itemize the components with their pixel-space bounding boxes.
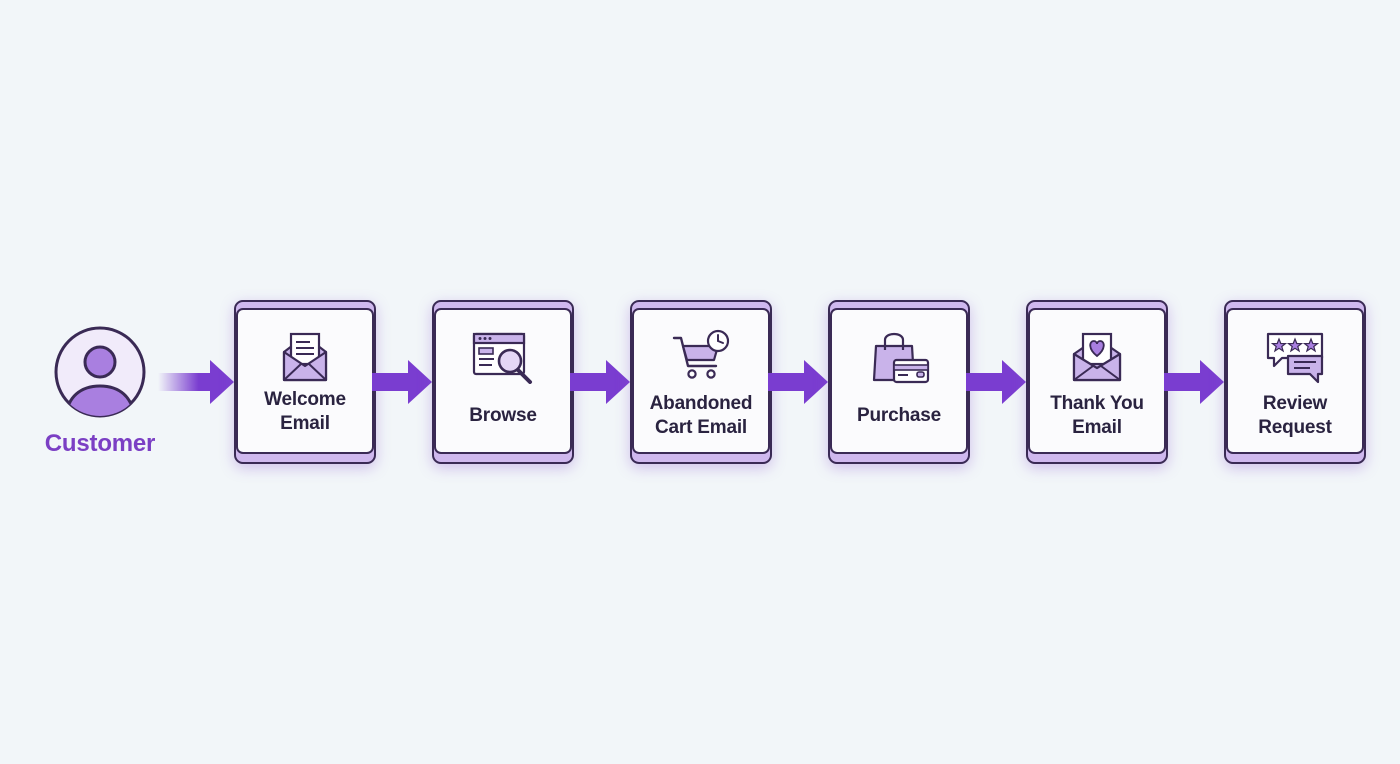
card-body: Review Request — [1226, 308, 1364, 454]
shopping-bag-card-icon — [872, 332, 930, 384]
card-body: Purchase — [830, 308, 968, 454]
card-body: Thank You Email — [1028, 308, 1166, 454]
flow-arrow — [570, 360, 630, 404]
step-label: Browse — [469, 405, 537, 426]
step-purchase: Purchase — [828, 300, 970, 464]
step-welcome-email: Welcome Email — [234, 300, 376, 464]
step-thank-you-email: Thank You Email — [1026, 300, 1168, 464]
card-body: Browse — [434, 308, 572, 454]
envelope-heart-icon — [1072, 332, 1122, 382]
card-body: Abandoned Cart Email — [632, 308, 770, 454]
step-browse: Browse — [432, 300, 574, 464]
step-review-request: Review Request — [1224, 300, 1366, 464]
flow-arrow — [372, 360, 432, 404]
flow-arrow — [768, 360, 828, 404]
review-stars-chat-icon — [1266, 332, 1324, 384]
cart-clock-icon — [672, 329, 730, 379]
step-label: Thank You Email — [1050, 393, 1144, 438]
user-avatar-icon — [54, 326, 146, 418]
customer-label: Customer — [44, 430, 156, 457]
step-abandoned-cart-email: Abandoned Cart Email — [630, 300, 772, 464]
card-body: Welcome Email — [236, 308, 374, 454]
flow-arrow — [158, 360, 234, 404]
flow-arrow — [1164, 360, 1224, 404]
step-label: Welcome Email — [264, 389, 346, 434]
step-label: Abandoned Cart Email — [649, 393, 753, 438]
step-label: Purchase — [857, 405, 941, 426]
envelope-letter-icon — [282, 332, 328, 382]
step-label: Review Request — [1258, 393, 1332, 438]
browser-search-icon — [472, 332, 532, 384]
flow-arrow — [966, 360, 1026, 404]
